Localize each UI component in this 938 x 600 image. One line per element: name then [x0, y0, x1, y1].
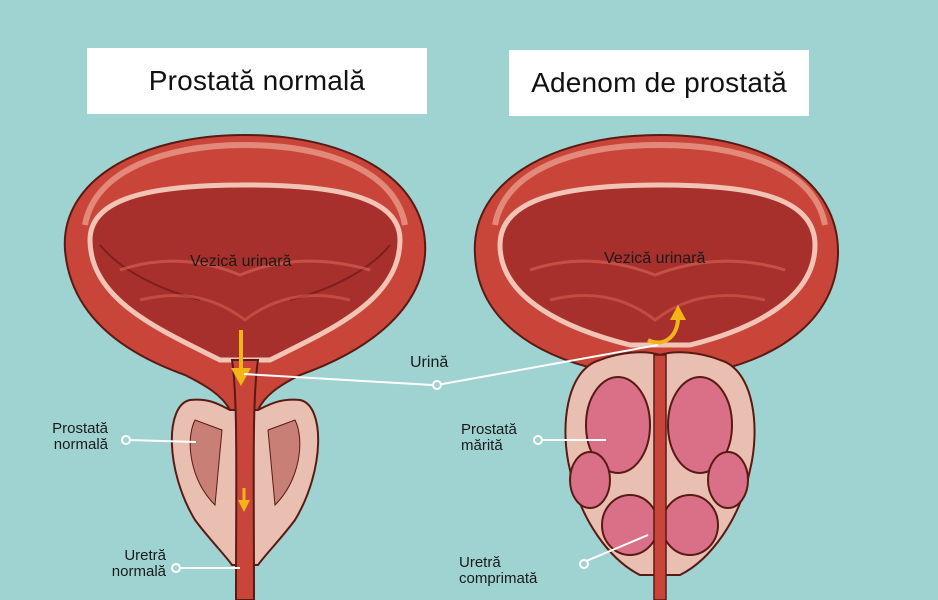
urine-flow-arrow-icon	[231, 330, 251, 512]
title-prostate-adenoma: Adenom de prostată	[509, 50, 809, 116]
blocked-flow-arrow-icon	[647, 305, 686, 345]
label-urine: Urină	[410, 354, 449, 371]
label-prostate-normal-line1: Prostată	[52, 420, 108, 437]
label-urethra-normal-line1: Uretră	[124, 547, 166, 564]
leader-dots	[121, 380, 589, 573]
label-urethra-compressed: Uretră comprimată	[459, 555, 537, 587]
label-prostate-enlarged: Prostată mărită	[461, 422, 517, 454]
compressed-urethra	[653, 354, 667, 600]
label-prostate-normal: Prostată normală	[20, 421, 108, 453]
label-bladder-adenoma: Vezică urinară	[604, 250, 706, 267]
label-urethra-normal-line2: normală	[111, 563, 166, 580]
label-prostate-normal-line2: normală	[53, 436, 108, 453]
label-urethra-compressed-line1: Uretră	[459, 554, 501, 571]
normal-urethra	[230, 359, 260, 600]
label-prostate-enlarged-line1: Prostată	[461, 421, 517, 438]
title-normal-prostate: Prostată normală	[87, 48, 427, 114]
label-urethra-normal: Uretră normală	[70, 548, 166, 580]
label-bladder-normal: Vezică urinară	[190, 253, 292, 270]
label-urethra-compressed-line2: comprimată	[459, 570, 538, 587]
adenoma-bladder	[473, 133, 840, 371]
label-prostate-enlarged-line2: mărită	[461, 437, 503, 454]
leader-lines	[127, 344, 659, 569]
normal-bladder	[63, 133, 427, 411]
